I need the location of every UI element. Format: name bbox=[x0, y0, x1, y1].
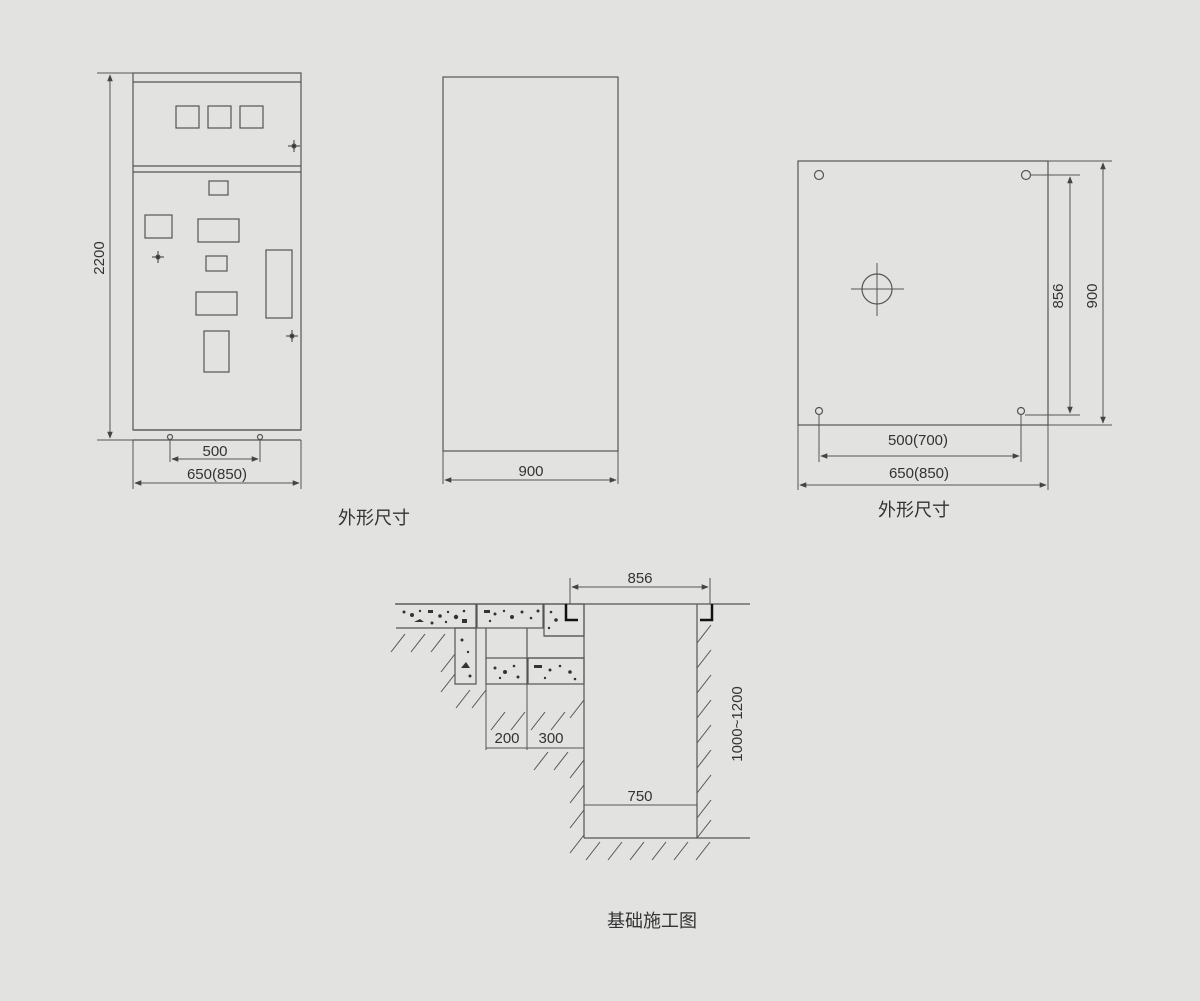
mounting-hole bbox=[1016, 406, 1026, 416]
side-cabinet-outline bbox=[442, 76, 619, 452]
meter-window bbox=[239, 105, 264, 129]
mounting-hole bbox=[814, 406, 824, 416]
handle-window bbox=[203, 330, 230, 373]
foundation-top-width-label: 856 bbox=[627, 570, 652, 587]
side-view bbox=[442, 76, 619, 484]
top-outer-width-label: 650(850) bbox=[889, 465, 949, 482]
top-view bbox=[797, 160, 1112, 490]
side-width-label: 900 bbox=[518, 463, 543, 480]
channel-steel-left bbox=[564, 604, 578, 622]
top-depth-inner-label: 856 bbox=[1050, 283, 1067, 308]
indicator-window bbox=[208, 180, 229, 196]
lock-icon bbox=[288, 140, 300, 152]
front-outer-width-label: 650(850) bbox=[187, 466, 247, 483]
lock-icon bbox=[286, 330, 298, 342]
indicator-window bbox=[205, 255, 228, 272]
corner-hole bbox=[1020, 169, 1032, 181]
foundation-caption: 基础施工图 bbox=[607, 911, 697, 931]
mounting-hole bbox=[256, 433, 264, 441]
foundation-drawing bbox=[390, 578, 750, 861]
foundation-bottom-width-label: 750 bbox=[627, 788, 652, 805]
side-panel-window bbox=[265, 249, 293, 319]
instrument-window bbox=[144, 214, 173, 239]
corner-hole bbox=[813, 169, 825, 181]
top-caption: 外形尺寸 bbox=[878, 500, 950, 520]
mounting-hole bbox=[166, 433, 174, 441]
foundation-step2-label: 300 bbox=[538, 730, 563, 747]
earth-hatching bbox=[390, 624, 712, 861]
top-depth-outer-label: 900 bbox=[1084, 283, 1101, 308]
instrument-window bbox=[195, 291, 238, 316]
foundation-depth-label: 1000~1200 bbox=[729, 686, 746, 762]
lock-icon bbox=[152, 251, 164, 263]
front-inner-width-label: 500 bbox=[202, 443, 227, 460]
front-caption: 外形尺寸 bbox=[338, 508, 410, 528]
channel-steel-right bbox=[700, 604, 714, 622]
foundation-step1-label: 200 bbox=[494, 730, 519, 747]
top-plate-outline bbox=[797, 160, 1049, 426]
front-view bbox=[97, 72, 302, 489]
front-height-label: 2200 bbox=[91, 241, 108, 274]
top-inner-width-label: 500(700) bbox=[888, 432, 948, 449]
instrument-window bbox=[197, 218, 240, 243]
concrete-aggregate bbox=[402, 609, 577, 681]
meter-window bbox=[207, 105, 232, 129]
meter-window bbox=[175, 105, 200, 129]
concrete-section bbox=[396, 603, 585, 685]
